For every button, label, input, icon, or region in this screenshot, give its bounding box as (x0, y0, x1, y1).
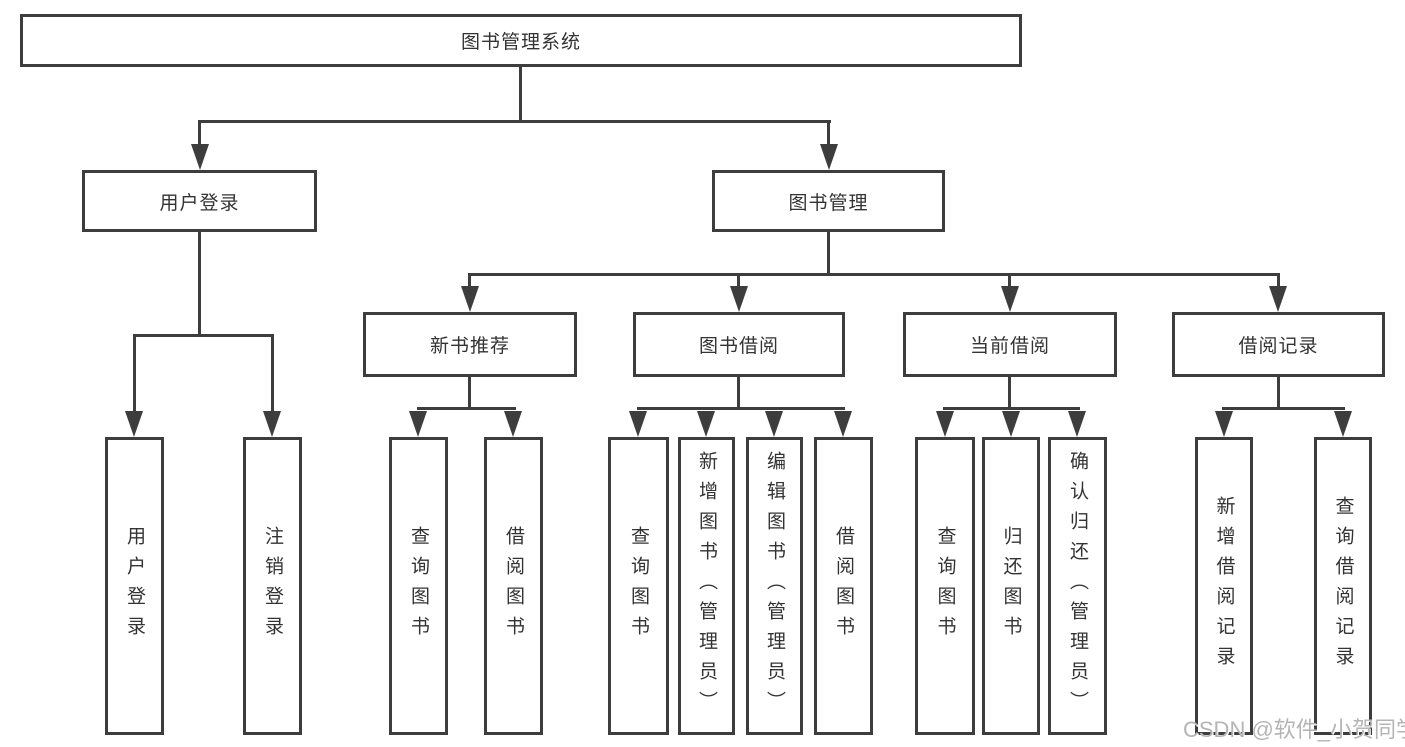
connector-line (417, 407, 516, 410)
node-current-borrowing: 当前借阅 (903, 312, 1117, 377)
connector-line (943, 407, 1080, 410)
connector-line (468, 273, 471, 288)
connector-line (637, 407, 845, 410)
leaf-label: 查询借阅记录 (1332, 496, 1354, 676)
leaf-label: 注销登录 (262, 526, 283, 646)
leaf-label: 新增图书（管理员） (696, 451, 717, 721)
arrow-down-icon (1334, 411, 1352, 437)
arrow-down-icon (1068, 411, 1086, 437)
connector-line (198, 120, 831, 123)
connector-line (198, 120, 201, 146)
leaf-label: 借阅图书 (503, 526, 524, 646)
arrow-down-icon (125, 411, 143, 437)
leaf-label: 用户登录 (124, 526, 145, 646)
arrow-down-icon (697, 411, 715, 437)
arrow-down-icon (409, 411, 427, 437)
arrow-down-icon (629, 411, 647, 437)
node-book-management: 图书管理 (712, 170, 945, 232)
node-label: 借阅记录 (1238, 336, 1319, 357)
arrow-down-icon (834, 411, 852, 437)
node-library-system: 图书管理系统 (20, 14, 1022, 67)
leaf-label: 查询图书 (628, 526, 649, 646)
watermark: CSDN @软件_小贺同学 (1183, 717, 1405, 742)
leaf-borrow-books-borrowing: 借阅图书 (814, 437, 873, 735)
node-label: 当前借阅 (969, 336, 1050, 357)
leaf-confirm-return-admin: 确认归还（管理员） (1048, 437, 1107, 735)
arrow-down-icon (1269, 286, 1287, 312)
connector-line (737, 377, 740, 409)
leaf-query-books-borrowing: 查询图书 (608, 437, 669, 735)
arrow-down-icon (1001, 286, 1019, 312)
arrow-down-icon (820, 144, 838, 170)
arrow-down-icon (504, 411, 522, 437)
connector-line (271, 334, 274, 412)
connector-line (827, 120, 830, 146)
connector-line (1222, 407, 1345, 410)
leaf-label: 查询图书 (934, 526, 956, 646)
leaf-label: 编辑图书（管理员） (764, 451, 785, 721)
leaf-user-login: 用户登录 (105, 437, 164, 735)
arrow-down-icon (936, 411, 954, 437)
leaf-return-books: 归还图书 (982, 437, 1040, 735)
leaf-query-books-current: 查询图书 (915, 437, 975, 735)
node-user-login: 用户登录 (82, 170, 317, 232)
connector-line (468, 377, 471, 409)
arrow-down-icon (1002, 411, 1020, 437)
leaf-add-borrow-record: 新增借阅记录 (1195, 437, 1253, 735)
leaf-label: 借阅图书 (833, 526, 854, 646)
arrow-down-icon (765, 411, 783, 437)
node-label: 图书管理 (788, 192, 869, 214)
connector-line (1277, 377, 1280, 409)
leaf-label: 归还图书 (1000, 526, 1022, 646)
connector-line (198, 232, 201, 337)
leaf-query-books-recommend: 查询图书 (389, 437, 448, 735)
connector-line (737, 273, 740, 288)
connector-line (133, 334, 274, 337)
connector-line (827, 232, 830, 275)
node-label: 新书推荐 (429, 336, 510, 357)
arrow-down-icon (263, 411, 281, 437)
arrow-down-icon (461, 286, 479, 312)
arrow-down-icon (1215, 411, 1233, 437)
leaf-borrow-books-recommend: 借阅图书 (484, 437, 543, 735)
node-label: 图书借阅 (698, 336, 779, 357)
connector-line (519, 66, 522, 122)
arrow-down-icon (191, 144, 209, 170)
leaf-query-borrow-record: 查询借阅记录 (1314, 437, 1372, 735)
leaf-label: 查询图书 (408, 526, 429, 646)
node-new-book-recommendation: 新书推荐 (363, 312, 577, 377)
leaf-label: 确认归还（管理员） (1067, 451, 1088, 721)
connector-line (468, 273, 1280, 276)
leaf-logout: 注销登录 (243, 437, 302, 735)
node-book-borrowing: 图书借阅 (633, 312, 845, 377)
leaf-add-book-admin: 新增图书（管理员） (678, 437, 735, 735)
connector-line (1277, 273, 1280, 288)
node-label: 用户登录 (159, 192, 240, 214)
node-label: 图书管理系统 (460, 32, 581, 53)
leaf-edit-book-admin: 编辑图书（管理员） (746, 437, 803, 735)
connector-line (1008, 273, 1011, 288)
node-borrowing-records: 借阅记录 (1172, 312, 1385, 377)
connector-line (1008, 377, 1011, 409)
leaf-label: 新增借阅记录 (1213, 496, 1235, 676)
connector-line (133, 334, 136, 412)
arrow-down-icon (730, 286, 748, 312)
